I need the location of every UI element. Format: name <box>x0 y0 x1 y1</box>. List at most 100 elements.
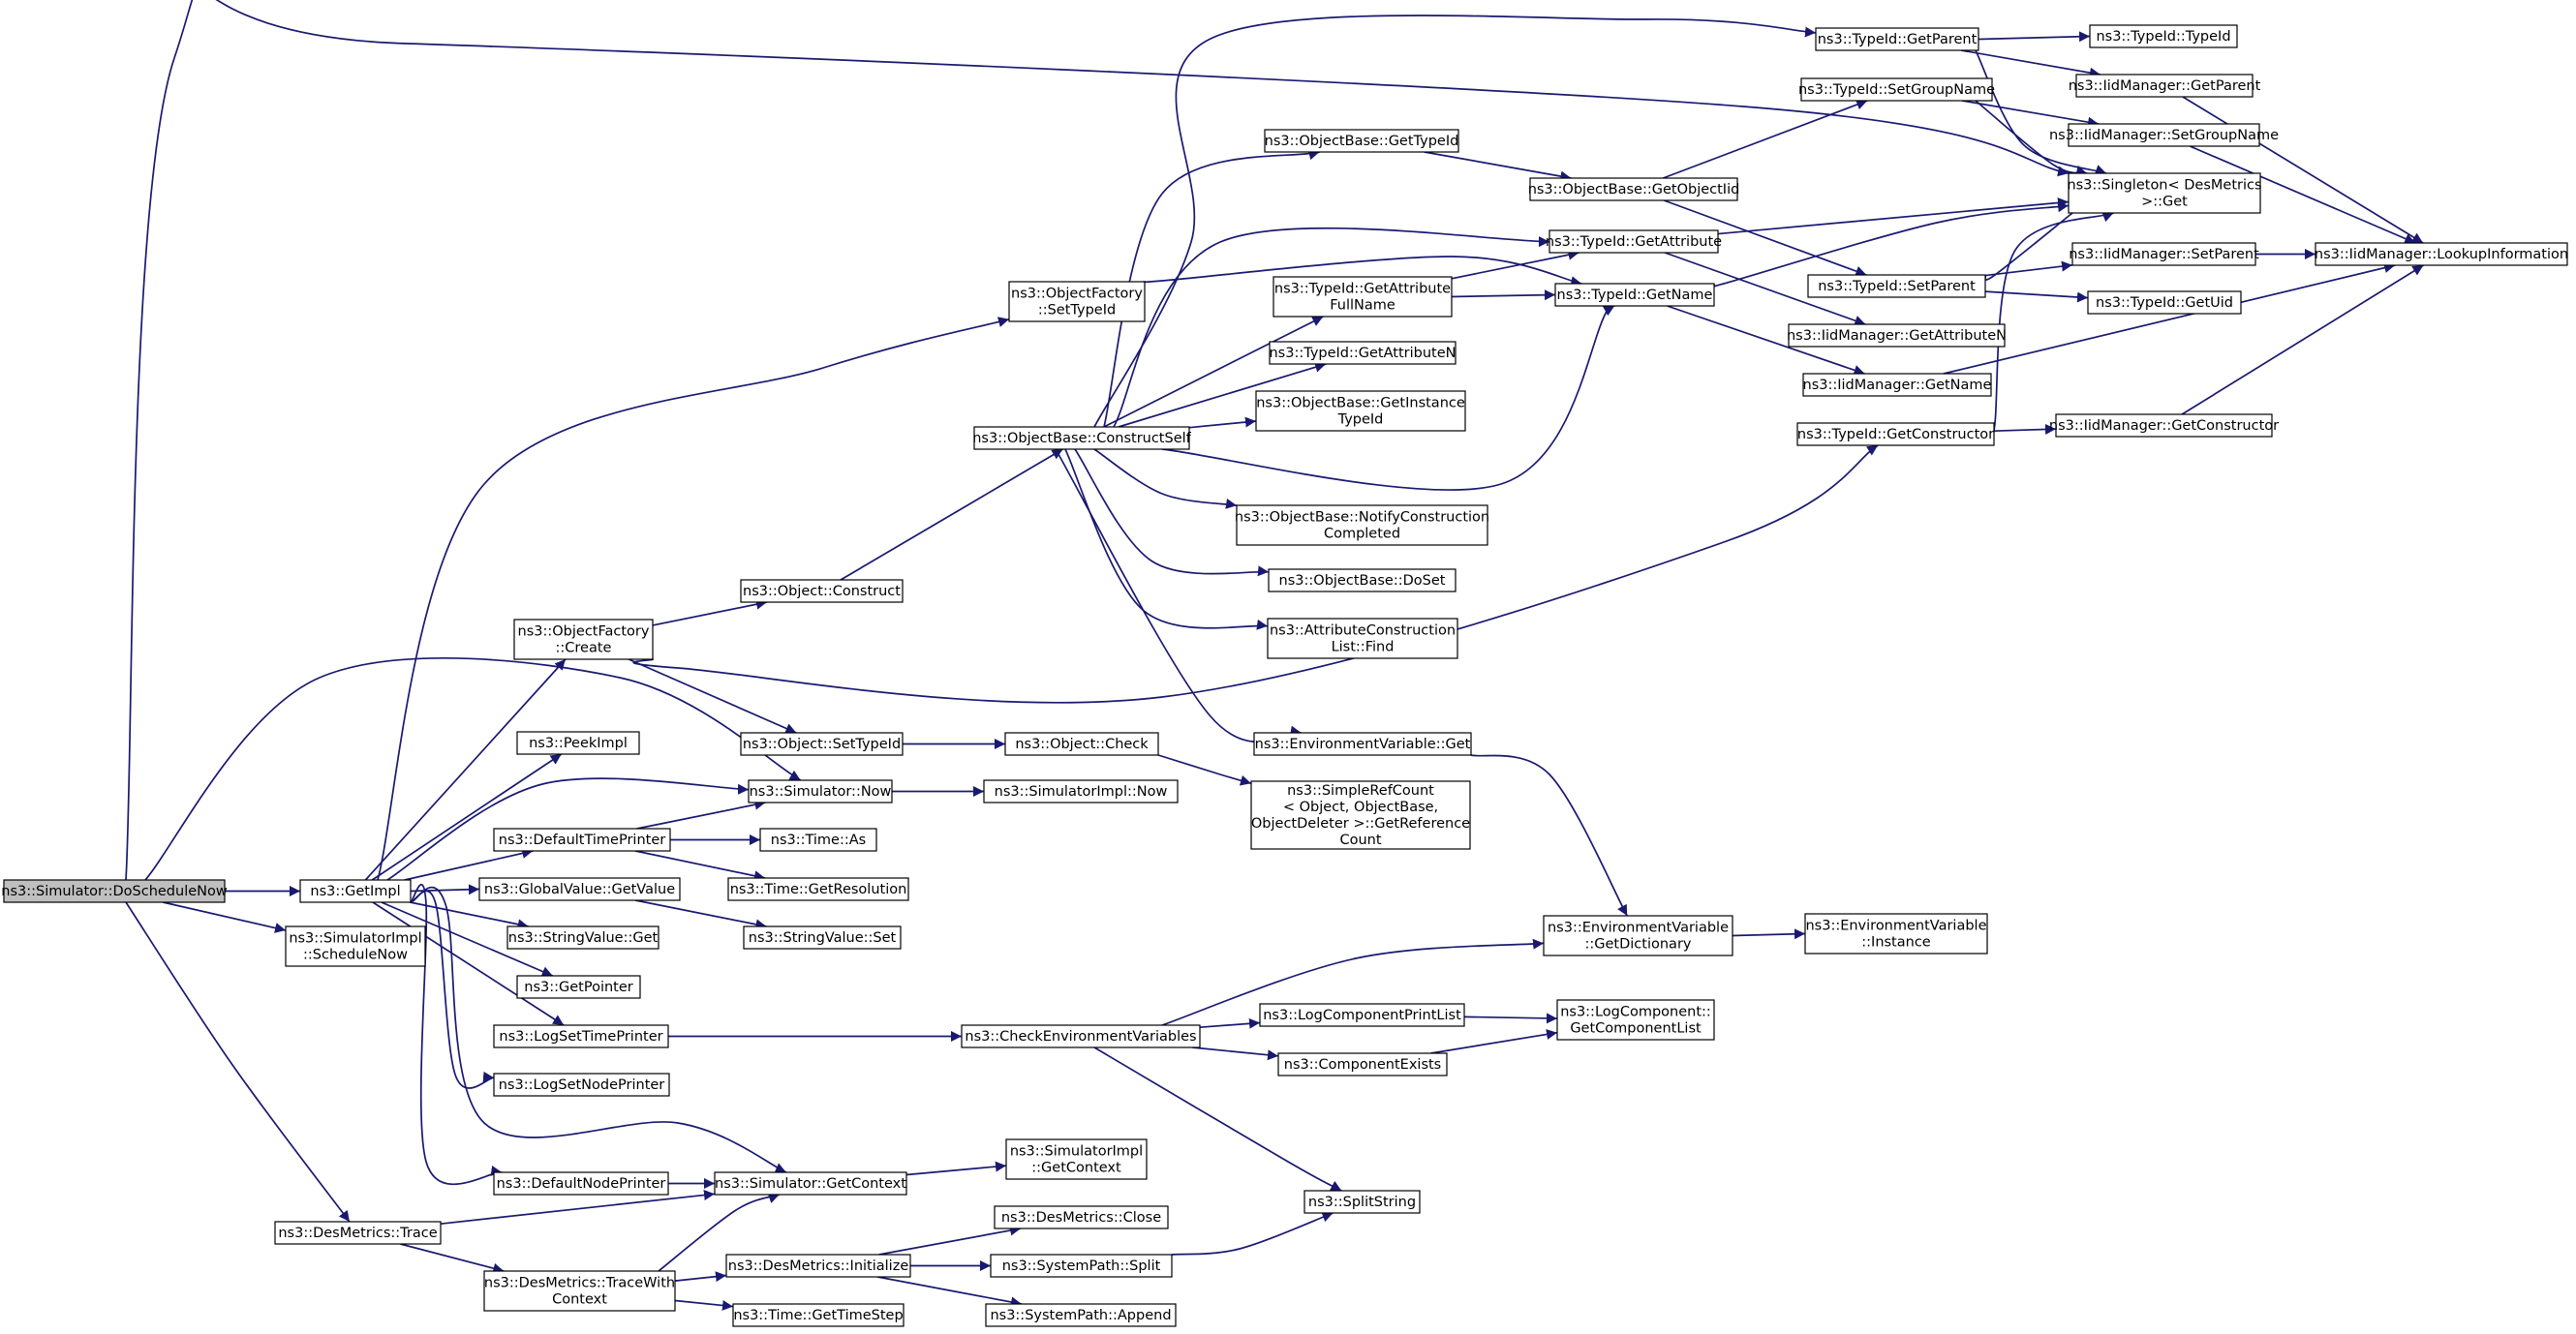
edge-simulator_doschedulenow-to-desmetrics_trace <box>125 901 351 1223</box>
node-defaulttimeprinter[interactable]: ns3::DefaultTimePrinter <box>493 828 671 852</box>
node-objectbase_notifyconstructioncompleted[interactable]: ns3::ObjectBase::NotifyConstructionCompl… <box>1235 504 1489 546</box>
node-getimpl[interactable]: ns3::GetImpl <box>299 879 412 903</box>
node-logcomponent_getcomponentlist[interactable]: ns3::LogComponent::GetComponentList <box>1556 999 1715 1041</box>
node-label: ns3::ObjectBase::DoSet <box>1279 573 1446 589</box>
node-globalvalue_getvalue[interactable]: ns3::GlobalValue::GetValue <box>478 877 681 901</box>
node-typeid_getparent[interactable]: ns3::TypeId::GetParent <box>1815 27 1979 51</box>
node-getpointer[interactable]: ns3::GetPointer <box>516 975 641 999</box>
node-label: GetComponentList <box>1570 1021 1702 1037</box>
node-simulatorimpl_getcontext[interactable]: ns3::SimulatorImpl::GetContext <box>1005 1138 1148 1180</box>
node-iidmanager_setgroupname[interactable]: ns3::IidManager::SetGroupName <box>2049 123 2279 147</box>
edge-defaulttimeprinter-to-time_getresolution <box>634 850 766 882</box>
node-simplerefcount_getreferencecount[interactable]: ns3::SimpleRefCount< Object, ObjectBase,… <box>1250 780 1471 850</box>
node-iidmanager_setparent[interactable]: ns3::IidManager::SetParent <box>2069 242 2259 266</box>
edge-typeid_getattribute-to-singleton_desmetrics_get <box>1717 197 2070 235</box>
node-simulatorimpl_now[interactable]: ns3::SimulatorImpl::Now <box>983 779 1179 803</box>
node-environmentvariable_instance[interactable]: ns3::EnvironmentVariable::Instance <box>1804 913 1988 955</box>
edge-desmetrics_trace-to-desmetrics_tracewithcontext <box>400 1243 505 1274</box>
node-time_getresolution[interactable]: ns3::Time::GetResolution <box>727 877 909 901</box>
edge-desmetrics_tracewithcontext-to-simulator_getcontext <box>658 1193 781 1272</box>
node-logsettimeprinter[interactable]: ns3::LogSetTimePrinter <box>493 1024 669 1048</box>
node-iidmanager_getname[interactable]: ns3::IidManager::GetName <box>1802 373 1992 397</box>
node-systempath_append[interactable]: ns3::SystemPath::Append <box>985 1303 1177 1327</box>
node-box <box>994 1205 1169 1229</box>
edge-getimpl-to-getpointer <box>381 901 554 977</box>
node-box <box>1264 129 1459 153</box>
node-object_settypeid[interactable]: ns3::Object::SetTypeId <box>740 732 904 756</box>
node-iidmanager_getconstructor[interactable]: ns3::IidManager::GetConstructor <box>2049 413 2279 438</box>
node-box <box>493 828 671 852</box>
node-desmetrics_initialize[interactable]: ns3::DesMetrics::Initialize <box>725 1254 911 1278</box>
node-desmetrics_close[interactable]: ns3::DesMetrics::Close <box>994 1205 1169 1229</box>
node-label: ns3::LogComponent:: <box>1560 1005 1711 1020</box>
node-label: ::GetDictionary <box>1585 937 1692 953</box>
node-iidmanager_lookupinformation[interactable]: ns3::IidManager::LookupInformation <box>2315 242 2568 266</box>
node-label: ns3::DefaultTimePrinter <box>499 833 665 848</box>
node-label: ns3::LogSetTimePrinter <box>499 1029 662 1045</box>
node-typeid_setgroupname[interactable]: ns3::TypeId::SetGroupName <box>1798 77 1995 102</box>
node-simulatorimpl_schedulenow[interactable]: ns3::SimulatorImpl::ScheduleNow <box>285 925 426 967</box>
node-desmetrics_trace[interactable]: ns3::DesMetrics::Trace <box>274 1221 442 1245</box>
node-typeid_getconstructor[interactable]: ns3::TypeId::GetConstructor <box>1796 422 1995 446</box>
node-simulator_doschedulenow[interactable]: ns3::Simulator::DoScheduleNow <box>1 879 228 903</box>
node-time_gettimestep[interactable]: ns3::Time::GetTimeStep <box>732 1303 905 1327</box>
node-objectbase_gettypeid[interactable]: ns3::ObjectBase::GetTypeId <box>1264 129 1459 153</box>
node-box <box>2071 242 2256 266</box>
node-objectfactory_settypeid[interactable]: ns3::ObjectFactory::SetTypeId <box>1008 281 1146 322</box>
node-stringvalue_set[interactable]: ns3::StringValue::Set <box>743 925 902 950</box>
node-checkenvironmentvariables[interactable]: ns3::CheckEnvironmentVariables <box>961 1024 1201 1048</box>
node-label: ns3::TypeId::GetAttribute <box>1546 234 1722 250</box>
node-logsetnodeprinter[interactable]: ns3::LogSetNodePrinter <box>493 1073 670 1097</box>
node-environmentvariable_get[interactable]: ns3::EnvironmentVariable::Get <box>1253 732 1472 756</box>
node-simulator_getcontext[interactable]: ns3::Simulator::GetContext <box>714 1171 907 1196</box>
node-logcomponentprintlist[interactable]: ns3::LogComponentPrintList <box>1259 1003 1465 1027</box>
node-label: ns3::Object::Check <box>1015 737 1149 752</box>
node-box <box>1554 283 1715 307</box>
edge-getimpl-to-peekimpl <box>371 753 563 881</box>
edge-getimpl-to-defaultnodeprinter <box>410 884 503 1186</box>
node-time_as[interactable]: ns3::Time::As <box>759 828 877 852</box>
node-label: ns3::ObjectBase::GetTypeId <box>1265 134 1459 149</box>
node-iidmanager_getparent[interactable]: ns3::IidManager::GetParent <box>2069 74 2261 98</box>
node-box <box>1800 77 1993 102</box>
node-label: ns3::SystemPath::Split <box>1002 1258 1161 1274</box>
node-object_check[interactable]: ns3::Object::Check <box>1004 732 1159 756</box>
node-typeid_getattributen[interactable]: ns3::TypeId::GetAttributeN <box>1269 341 1457 365</box>
node-typeid_typeid[interactable]: ns3::TypeId::TypeId <box>2089 24 2238 48</box>
node-singleton_desmetrics_get[interactable]: ns3::Singleton< DesMetrics>::Get <box>2067 172 2262 214</box>
node-objectbase_doset[interactable]: ns3::ObjectBase::DoSet <box>1268 568 1457 592</box>
node-iidmanager_getattributen[interactable]: ns3::IidManager::GetAttributeN <box>1787 323 2007 348</box>
node-simulator_now[interactable]: ns3::Simulator::Now <box>748 779 893 803</box>
node-box <box>1253 732 1472 756</box>
node-typeid_getname[interactable]: ns3::TypeId::GetName <box>1554 283 1715 307</box>
node-box <box>1273 276 1453 318</box>
node-label: ns3::Time::As <box>771 833 866 848</box>
node-box <box>1543 915 1733 956</box>
edge-iidmanager_getparent-to-iidmanager_lookupinformation <box>2182 96 2424 244</box>
node-label: >::Get <box>2141 195 2188 210</box>
node-label: ns3::TypeId::GetUid <box>2096 295 2233 311</box>
node-peekimpl[interactable]: ns3::PeekImpl <box>516 731 640 755</box>
node-stringvalue_get[interactable]: ns3::StringValue::Get <box>506 925 659 950</box>
node-label: ns3::Simulator::Now <box>750 784 892 800</box>
node-box <box>493 1024 669 1048</box>
node-componentexists[interactable]: ns3::ComponentExists <box>1277 1052 1448 1076</box>
edge-iidmanager_getconstructor-to-iidmanager_lookupinformation <box>2181 264 2424 415</box>
node-objectbase_constructself[interactable]: ns3::ObjectBase::ConstructSelf <box>972 426 1192 450</box>
node-typeid_getuid[interactable]: ns3::TypeId::GetUid <box>2087 290 2242 315</box>
node-objectfactory_create[interactable]: ns3::ObjectFactory::Create <box>513 619 654 660</box>
node-typeid_setparent[interactable]: ns3::TypeId::SetParent <box>1807 274 1986 298</box>
node-environmentvariable_getdictionary[interactable]: ns3::EnvironmentVariable::GetDictionary <box>1543 915 1733 956</box>
node-systempath_split[interactable]: ns3::SystemPath::Split <box>990 1254 1173 1278</box>
node-defaultnodeprinter[interactable]: ns3::DefaultNodePrinter <box>493 1171 669 1196</box>
node-splitstring[interactable]: ns3::SplitString <box>1303 1190 1421 1214</box>
node-box <box>1804 913 1988 955</box>
node-object_construct[interactable]: ns3::Object::Construct <box>740 579 904 603</box>
node-objectbase_getobjectiid[interactable]: ns3::ObjectBase::GetObjectIid <box>1528 177 1740 201</box>
edge-getimpl-to-stringvalue_get <box>410 901 529 930</box>
node-typeid_getattribute[interactable]: ns3::TypeId::GetAttribute <box>1546 229 1722 254</box>
